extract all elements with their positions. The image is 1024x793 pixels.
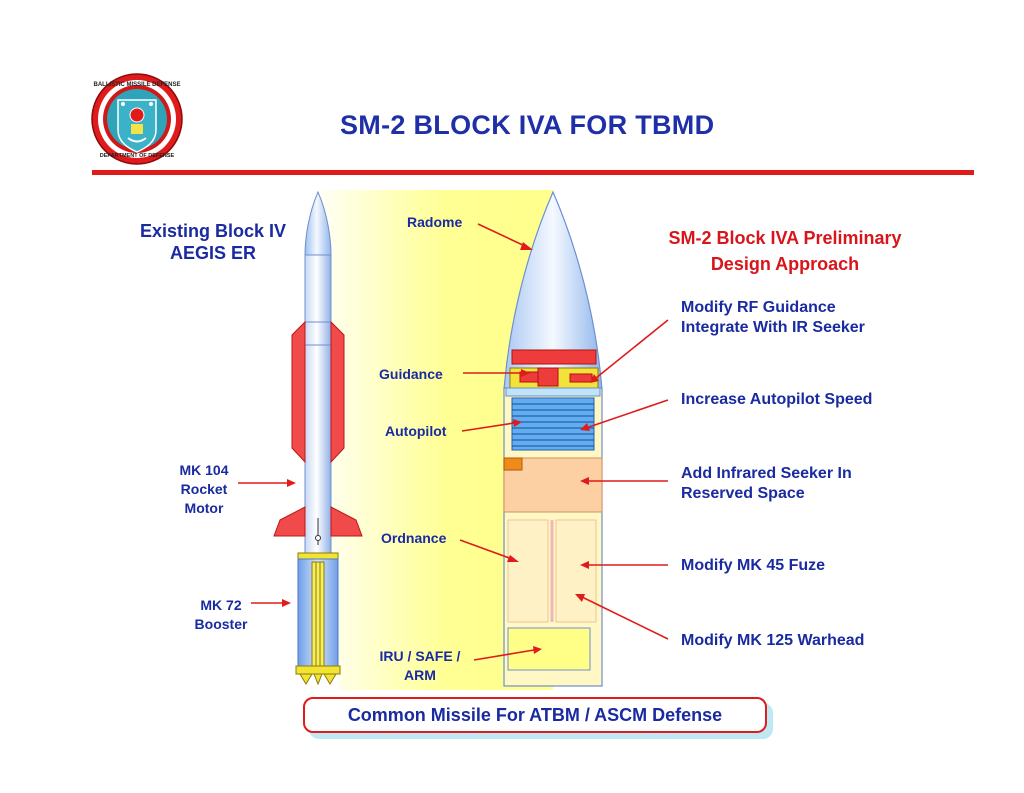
right-heading-line2: Design Approach [710, 254, 860, 274]
autopilot-label: Autopilot [385, 423, 447, 439]
callout-rf-guidance: Modify RF Guidance Integrate With IR See… [681, 298, 865, 338]
mk72-line2: Booster [194, 616, 248, 632]
callout-mk45-fuze: Modify MK 45 Fuze [681, 557, 826, 574]
section-view [503, 190, 603, 687]
footer-banner-text: Common Missile For ATBM / ASCM Defense [347, 705, 723, 725]
mk104-label: MK 104 Rocket Motor [170, 461, 238, 518]
callout-rf-line1: Modify RF Guidance [681, 299, 836, 316]
seal-text-top: BALLISTIC MISSILE DEFENSE [93, 82, 180, 88]
callout-mk125-warhead: Modify MK 125 Warhead [681, 632, 865, 649]
slide-title: SM-2 BLOCK IVA FOR TBMD [340, 110, 715, 140]
right-heading-line1: SM-2 Block IVA Preliminary [668, 228, 902, 248]
leader-arrows [238, 223, 669, 661]
ordnance-label: Ordnance [381, 530, 447, 546]
callout-autopilot-speed: Increase Autopilot Speed [681, 391, 873, 408]
mk72-label: MK 72 Booster [188, 596, 254, 634]
iru-label: IRU / SAFE / ARM [370, 647, 470, 685]
iru-line2: ARM [404, 667, 436, 683]
left-missile-heading: Existing Block IV AEGIS ER [118, 220, 308, 264]
callout-ir-seeker: Add Infrared Seeker In Reserved Space [681, 464, 852, 504]
title-underline [92, 170, 974, 175]
callout-ir-line1: Add Infrared Seeker In [681, 465, 852, 482]
iru-line1: IRU / SAFE / [379, 648, 461, 664]
seal-text-bottom: DEPARTMENT OF DEFENSE [100, 153, 175, 159]
left-heading-line2: AEGIS ER [169, 243, 257, 263]
mk104-line1: MK 104 [179, 462, 229, 478]
bmd-seal-logo: BALLISTIC MISSILE DEFENSE DEPARTMENT OF … [91, 73, 183, 165]
mk104-line3: Motor [184, 500, 224, 516]
callout-rf-line2: Integrate With IR Seeker [681, 319, 865, 336]
guidance-label: Guidance [379, 366, 443, 382]
footer-banner: Common Missile For ATBM / ASCM Defense [303, 697, 767, 733]
mk72-line1: MK 72 [200, 597, 242, 613]
left-heading-line1: Existing Block IV [139, 221, 287, 241]
radome-label: Radome [407, 214, 463, 230]
callout-ir-line2: Reserved Space [681, 485, 805, 502]
mk104-line2: Rocket [180, 481, 228, 497]
magnification-beam [318, 190, 553, 690]
left-missile [273, 190, 363, 686]
right-panel-heading: SM-2 Block IVA Preliminary Design Approa… [640, 225, 930, 277]
